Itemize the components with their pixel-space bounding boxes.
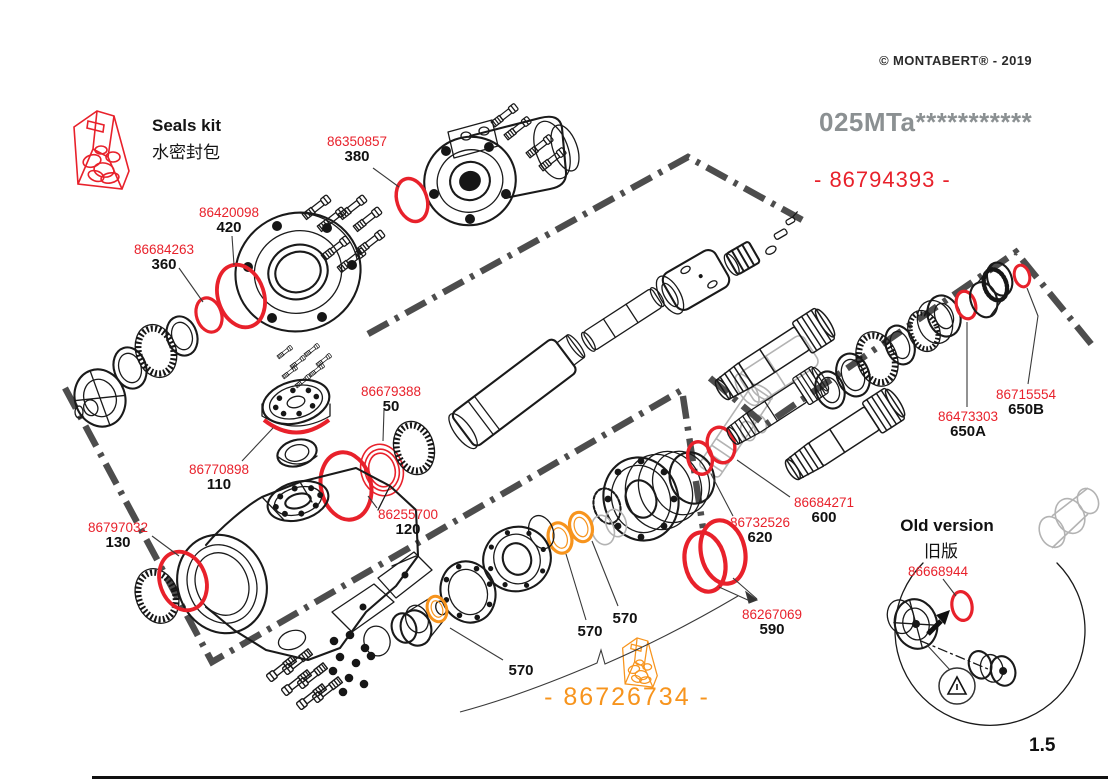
seal-ring-130	[157, 549, 209, 613]
main-housing	[134, 466, 433, 662]
part-number: 86255700	[377, 507, 439, 522]
arrow-icon-head	[936, 610, 950, 625]
seal-ring-380	[394, 176, 430, 224]
index-label-570-0: 570	[577, 623, 603, 640]
caution-see-icon	[938, 667, 976, 705]
drum-assembly	[546, 425, 748, 594]
part-number: 86684271	[793, 495, 855, 510]
part-index: 650A	[950, 423, 986, 441]
part-index: 590	[759, 621, 785, 639]
seal-ring-570-small	[425, 594, 449, 624]
part-number: 86732526	[729, 515, 791, 530]
seal-ring-650B	[1012, 263, 1032, 289]
seals-kit-bag-icon	[73, 110, 130, 190]
seal-rings-620	[685, 425, 737, 476]
front-head-assembly	[194, 193, 386, 334]
index-label-570-1: 570	[612, 610, 638, 627]
shaft-gear-group	[708, 261, 1032, 489]
model-code-text: 025MTa	[819, 107, 916, 137]
orange-kit-bracket	[459, 595, 739, 713]
old-version-part-number: 86668944	[907, 564, 969, 579]
model-stars-text: ***********	[915, 107, 1033, 137]
page-number: 1.5	[1029, 735, 1056, 756]
distributor-assembly	[261, 342, 436, 522]
old-version-seal-ring	[950, 590, 974, 622]
part-number: 86679388	[360, 384, 422, 399]
part-number: 86473303	[937, 409, 999, 424]
bearing-ring-stack-left	[73, 315, 199, 428]
part-index: 50	[382, 398, 400, 416]
seal-rings-570-pair	[546, 510, 595, 555]
seals-kit-title: Seals kit	[152, 116, 221, 135]
part-index: 360	[151, 256, 177, 274]
copyright-text: © MONTABERT® - 2019	[879, 53, 1032, 68]
seal-ring-360	[194, 296, 224, 334]
seal-rings-590	[682, 518, 748, 594]
old-version-title-zh: 旧版	[924, 542, 958, 561]
seal-ring-420	[215, 262, 267, 330]
orange-kit-bag-icon	[621, 637, 658, 688]
model-code: 025MTa***********	[819, 107, 1032, 138]
seal-ring-120	[318, 450, 374, 522]
old-version-title: Old version	[900, 516, 994, 535]
seal-ring-50	[359, 443, 405, 497]
bottom-flange-group	[363, 514, 555, 657]
seals-kit-title-zh: 水密封包	[152, 143, 220, 162]
arrow-icon	[926, 619, 943, 636]
part-number: 86715554	[995, 387, 1057, 402]
main-seal-kit-number: - 86794393 -	[814, 167, 951, 192]
part-index: 120	[395, 521, 421, 539]
part-number: 86684263	[133, 242, 195, 257]
orange-seal-kit-number: - 86726734 -	[544, 683, 710, 711]
part-index: 650B	[1008, 401, 1044, 419]
part-index: 620	[747, 529, 773, 547]
index-label-570-2: 570	[508, 662, 534, 679]
part-number: 86267069	[741, 607, 803, 622]
part-index: 600	[811, 509, 837, 527]
part-index: 130	[105, 534, 131, 552]
piston-and-valve	[448, 211, 798, 450]
part-index: 420	[216, 219, 242, 237]
seal-ring-650A	[954, 289, 978, 321]
part-number: 86770898	[188, 462, 250, 477]
seal-ring-110	[262, 418, 331, 435]
bolt-washer-cluster	[265, 630, 376, 711]
part-number: 86797032	[87, 520, 149, 535]
motor-assembly	[394, 102, 580, 227]
part-number: 86420098	[198, 205, 260, 220]
part-index: 380	[344, 148, 370, 166]
part-number: 86350857	[326, 134, 388, 149]
part-index: 110	[206, 476, 232, 494]
old-version-detail	[886, 562, 1086, 726]
footer-rule	[92, 776, 1108, 779]
leader-lines	[151, 167, 1039, 713]
